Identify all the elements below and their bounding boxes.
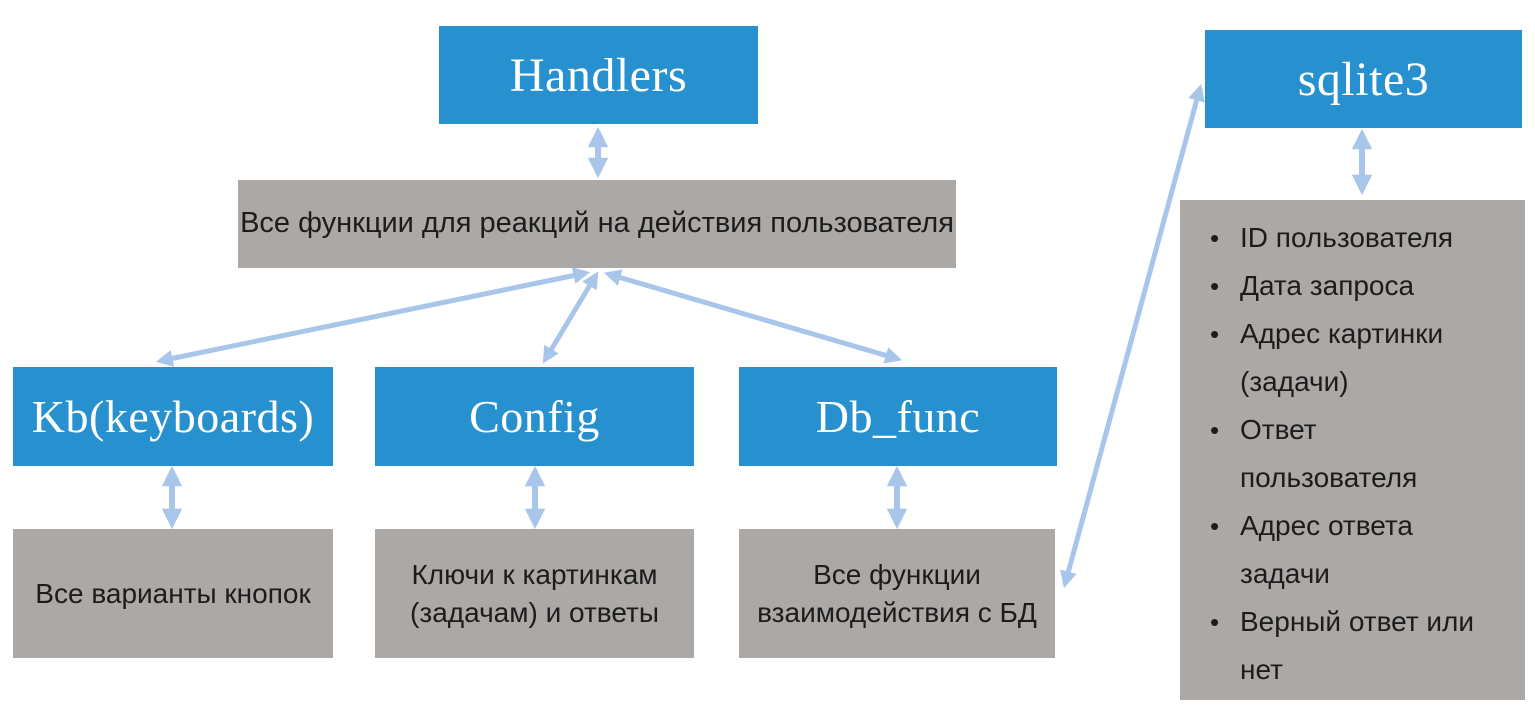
node-db-func: Db_func (739, 367, 1057, 466)
node-kb-keyboards-label: Kb(keyboards) (31, 391, 315, 442)
sqlite3-field-item: Ответ пользователя (1180, 406, 1525, 502)
sqlite3-field-item: Верный ответ или нет (1180, 598, 1525, 694)
node-kb-description: Все варианты кнопок (13, 529, 333, 658)
node-kb-keyboards: Kb(keyboards) (13, 367, 333, 466)
node-handlers-label: Handlers (509, 48, 688, 102)
node-config: Config (375, 367, 694, 466)
node-sqlite3-fields: ID пользователяДата запросаАдрес картинк… (1180, 200, 1525, 700)
node-handlers: Handlers (439, 26, 758, 124)
node-config-description: Ключи к картинкам (задачам) и ответы (375, 529, 694, 658)
double-arrow-desc-kb (155, 267, 591, 367)
sqlite3-field-item: Адрес ответа задачи (1180, 502, 1525, 598)
double-arrow-desc-config (542, 271, 599, 364)
node-kb-description-label: Все варианты кнопок (35, 577, 311, 609)
node-config-label: Config (469, 391, 600, 442)
double-arrow-desc-dbfunc (603, 269, 903, 364)
node-sqlite3: sqlite3 (1205, 30, 1522, 128)
node-db-func-description: Все функции взаимодействия с БД (739, 529, 1055, 658)
sqlite3-field-item: Адрес картинки (задачи) (1180, 310, 1525, 406)
node-db-func-description-label: Все функции взаимодействия с БД (757, 558, 1037, 628)
node-config-description-label: Ключи к картинкам (задачам) и ответы (410, 558, 659, 628)
node-handlers-description-label: Все функции для реакций на действия поль… (240, 207, 954, 240)
sqlite3-field-item: ID пользователя (1180, 214, 1525, 262)
node-sqlite3-label: sqlite3 (1297, 52, 1430, 106)
sqlite3-field-item: Дата запроса (1180, 262, 1525, 310)
node-db-func-label: Db_func (815, 391, 981, 442)
node-handlers-description: Все функции для реакций на действия поль… (238, 180, 956, 268)
sqlite3-fields-list: ID пользователяДата запросаАдрес картинк… (1180, 214, 1525, 694)
